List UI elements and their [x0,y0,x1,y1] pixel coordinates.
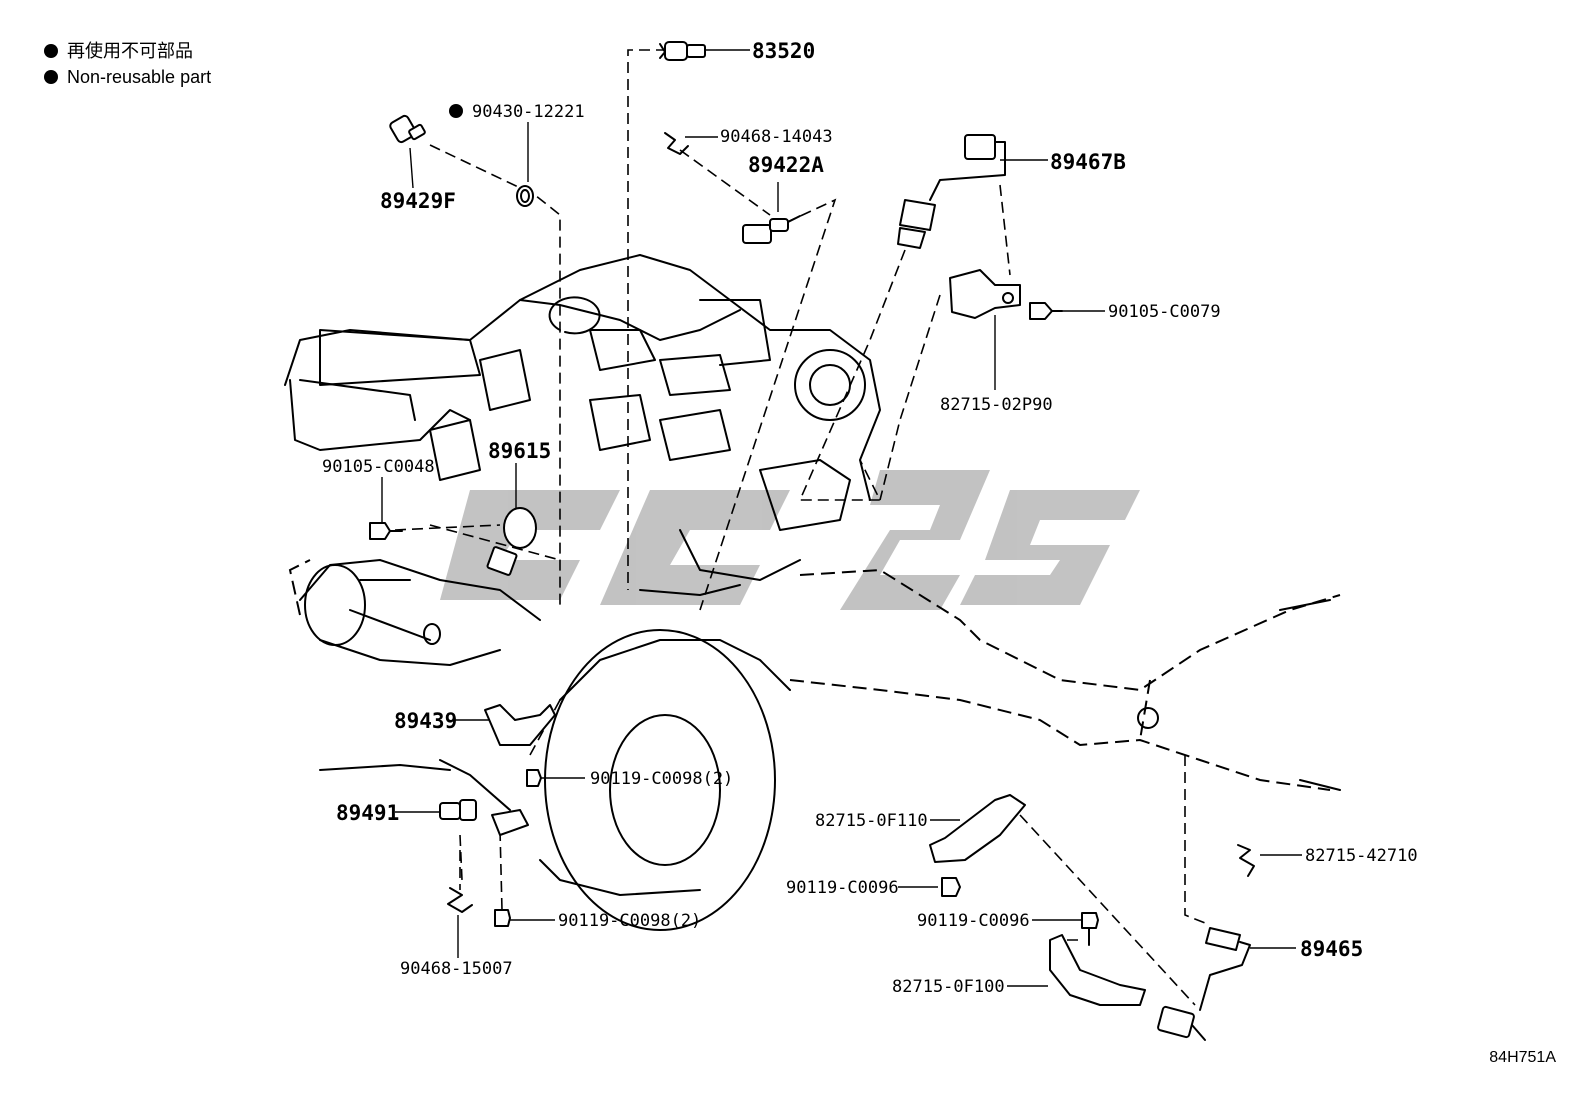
part-89439-bracket-icon [484,704,556,746]
leader-lines [381,49,1302,987]
part-90105-C0048-bolt-icon [369,522,403,540]
part-89429F-sensor-icon [389,114,426,144]
label-82715-0F100[interactable]: 82715-0F100 [892,977,1005,997]
label-90105-C0079[interactable]: 90105-C0079 [1108,302,1221,322]
label-90119-C0096-left[interactable]: 90119-C0096 [786,878,899,898]
part-90105-C0079-bolt-icon [1029,302,1063,320]
diagram-code: 84H751A [1489,1049,1556,1066]
part-82715-02P90-bracket-icon [949,269,1021,319]
label-89467B[interactable]: 89467B [1050,150,1126,174]
label-82715-42710[interactable]: 82715-42710 [1305,846,1418,866]
engine-outline [284,254,881,931]
legend-row-en: Non-reusable part [44,64,211,90]
label-82715-02P90[interactable]: 82715-02P90 [940,395,1053,415]
label-89491[interactable]: 89491 [336,801,399,825]
part-90430-gasket-icon [516,185,534,207]
non-reusable-dot-icon [44,70,58,84]
label-89465[interactable]: 89465 [1300,937,1363,961]
label-90105-C0048[interactable]: 90105-C0048 [322,457,435,477]
label-89429F[interactable]: 89429F [380,189,456,213]
label-89615[interactable]: 89615 [488,439,551,463]
watermark-logo [440,470,1140,610]
label-90119-C0098-lower[interactable]: 90119-C0098(2) [558,911,701,931]
part-89465-oxygen-sensor-icon [1157,927,1251,1041]
label-90468-15007[interactable]: 90468-15007 [400,959,513,979]
label-89439[interactable]: 89439 [394,709,457,733]
label-90119-C0096-right[interactable]: 90119-C0096 [917,911,1030,931]
part-89615-knock-sensor-icon [486,507,537,576]
non-reusable-dot-icon [44,44,58,58]
label-90430-12221[interactable]: 90430-12221 [472,102,585,122]
legend: 再使用不可部品 Non-reusable part [44,38,211,90]
part-82715-42710-clip-icon [1237,844,1255,877]
part-90468-14043-clip-icon [664,132,689,155]
part-83520-switch-icon [659,41,706,61]
part-89467B-oxygen-sensor-icon [897,134,1006,249]
label-83520[interactable]: 83520 [752,39,815,63]
legend-text-en: Non-reusable part [67,67,212,87]
part-89422A-sensor-icon [742,215,801,244]
label-90119-C0098-upper[interactable]: 90119-C0098(2) [590,769,733,789]
label-82715-0F110[interactable]: 82715-0F110 [815,811,928,831]
part-89491-sensor-icon [439,799,529,836]
part-labels: 83520 90430-12221 89429F 90468-14043 894… [322,39,1418,997]
non-reusable-dot-icon [449,104,463,118]
part-82715-0F100-bracket-icon [1049,934,1146,1006]
legend-row-jp: 再使用不可部品 [44,38,211,64]
part-82715-0F110-bracket-icon [929,794,1026,863]
part-90119-C0096-bolt-icon [941,877,1099,946]
label-90468-14043[interactable]: 90468-14043 [720,127,833,147]
label-89422A[interactable]: 89422A [748,153,824,177]
legend-text-jp: 再使用不可部品 [67,41,193,61]
part-90468-15007-clip-icon [447,887,473,913]
exhaust-outline [288,559,1341,791]
part-90119-C0098-bolt-icon [494,769,542,927]
